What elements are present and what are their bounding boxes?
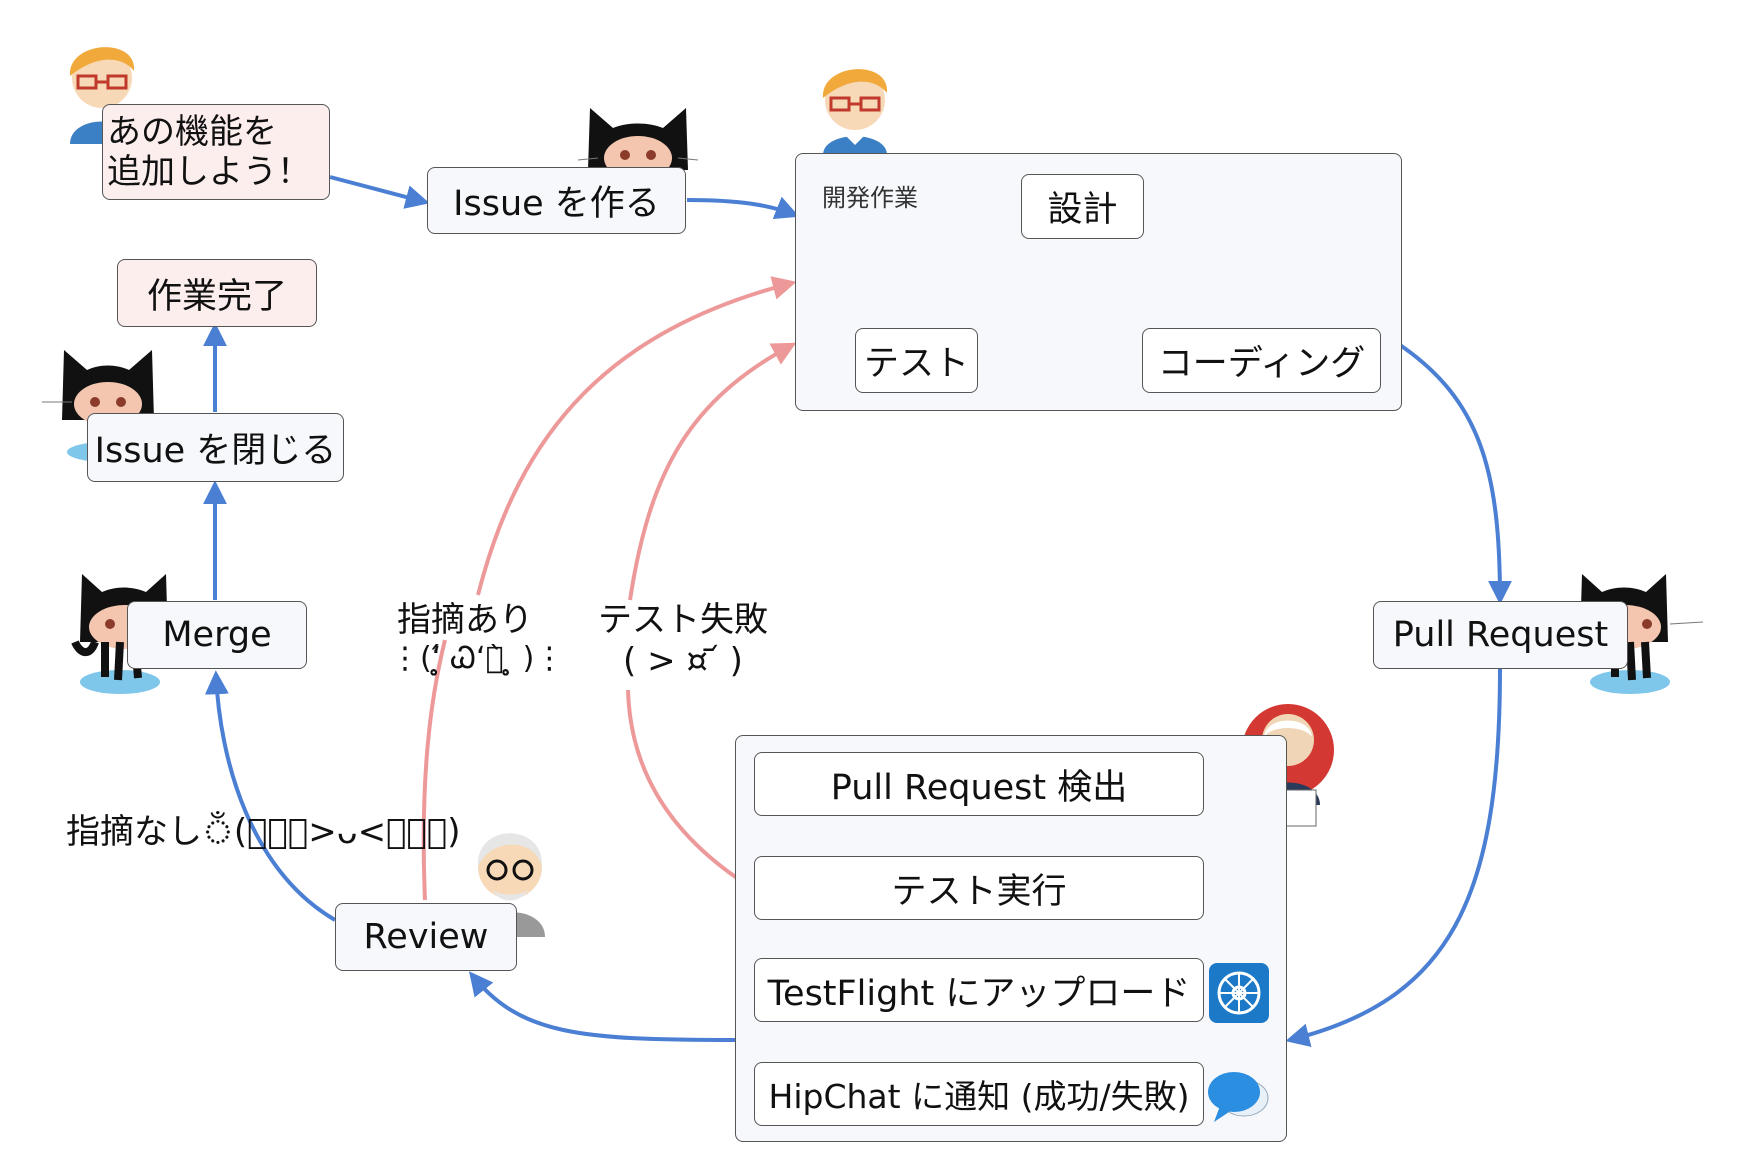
design-node: 設計	[1021, 174, 1144, 239]
review-comments-line-1: 指摘あり	[397, 600, 533, 640]
feature-request-box: あの機能を 追加しよう！	[102, 104, 330, 200]
test-failed-label: テスト失敗 ( > ¤ ᷄ )	[588, 600, 778, 683]
test-label: テスト	[863, 344, 969, 384]
testflight-icon	[1209, 963, 1269, 1023]
edge-review-feedback	[421, 283, 792, 901]
ci-notify-label: HipChat に通知 (成功/失敗)	[768, 1077, 1190, 1116]
ci-upload-step: TestFlight にアップロード	[754, 958, 1204, 1022]
ci-detect-step: Pull Request 検出	[754, 752, 1204, 816]
coding-label: コーディング	[1157, 344, 1366, 384]
review-comments-line-2: ⋮(ʻ̥̥̥̥̥̥̥́ Ꮗʻဗ̀ ̥̥̥̥̥̥̥ )⋮	[390, 641, 565, 677]
feature-request-line-2: 追加しよう！	[107, 152, 311, 192]
review-comments-label: 指摘あり ⋮(ʻ̥̥̥̥̥̥̥́ Ꮗʻဗ̀ ̥̥̥̥̥̥̥ )⋮	[390, 600, 565, 678]
edge-ci-to-review	[468, 971, 736, 1042]
ci-run-tests-label: テスト実行	[891, 871, 1067, 912]
ci-notify-step: HipChat に通知 (成功/失敗)	[754, 1062, 1204, 1126]
pull-request-node: Pull Request	[1373, 601, 1628, 669]
work-done-node: 作業完了	[117, 259, 317, 327]
close-issue-label: Issue を閉じる	[94, 431, 337, 471]
ci-upload-label: TestFlight にアップロード	[767, 973, 1191, 1014]
create-issue-node: Issue を作る	[427, 167, 686, 234]
design-label: 設計	[1047, 190, 1118, 230]
work-done-label: 作業完了	[146, 276, 287, 317]
edge-issue-to-dev	[686, 196, 800, 220]
merge-label: Merge	[162, 615, 272, 655]
test-failed-line-1: テスト失敗	[598, 600, 768, 640]
review-node: Review	[335, 903, 517, 971]
review-label: Review	[363, 917, 489, 957]
ci-detect-label: Pull Request 検出	[830, 767, 1128, 808]
test-failed-line-2: ( > ¤ ᷄ )	[623, 641, 743, 682]
dev-work-title: 開発作業	[822, 184, 918, 212]
edge-review-to-merge	[204, 670, 337, 922]
developer-avatar-icon	[822, 69, 888, 155]
merge-node: Merge	[127, 601, 307, 669]
pull-request-label: Pull Request	[1392, 615, 1609, 655]
close-issue-node: Issue を閉じる	[87, 413, 344, 482]
test-node: テスト	[855, 328, 978, 393]
create-issue-label: Issue を作る	[453, 184, 660, 224]
edge-pr-to-ci	[1285, 667, 1502, 1047]
coding-node: コーディング	[1142, 328, 1381, 393]
feature-request-line-1: あの機能を	[107, 111, 277, 152]
hipchat-icon	[1208, 1072, 1269, 1122]
ci-run-tests-step: テスト実行	[754, 856, 1204, 920]
edge-request-to-issue	[329, 175, 430, 209]
no-comments-label: 指摘なしঁ(๑⃙⃘>ᴗ<๑⃙⃘)	[66, 812, 461, 852]
edge-dev-to-pr	[1398, 343, 1512, 605]
edge-test-failure	[626, 345, 792, 890]
